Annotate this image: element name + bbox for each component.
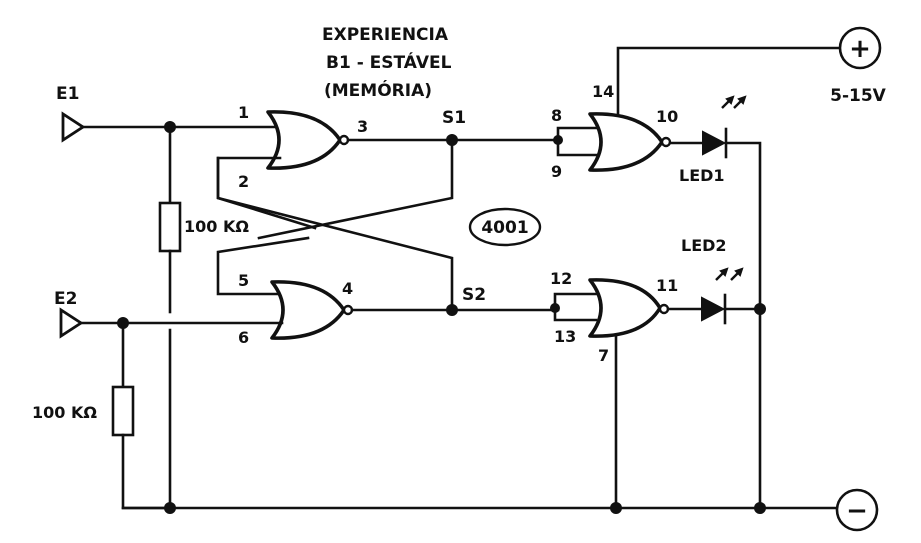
resistor-r2-label: 100 KΩ (32, 403, 97, 422)
junction-led-return (754, 303, 766, 315)
led1-light-arrows-icon (721, 95, 747, 109)
nor-gate-d-icon (588, 278, 662, 338)
wire-vdd (616, 46, 842, 117)
junction-ground-vss (610, 502, 622, 514)
power-plus-terminal[interactable] (838, 26, 882, 70)
resistor-r2-icon (111, 385, 135, 437)
title-line-3: (MEMÓRIA) (324, 79, 432, 101)
pin-13-label: 13 (554, 327, 576, 346)
pin-4-label: 4 (342, 279, 353, 298)
led1-label: LED1 (679, 166, 725, 185)
node-s2-label: S2 (462, 285, 486, 305)
wire-pin12 (553, 292, 598, 310)
title-line-1: EXPERIENCIA (322, 25, 449, 45)
title-line-2: B1 - ESTÁVEL (326, 51, 452, 73)
led1-diode-icon (702, 130, 727, 156)
pin-10-label: 10 (656, 107, 678, 126)
input-e1-terminal-icon[interactable] (61, 111, 86, 143)
junction-ground-r1 (164, 502, 176, 514)
resistor-r1-icon (158, 201, 182, 253)
node-s1-label: S1 (442, 108, 466, 128)
pin-7-label: 7 (598, 346, 609, 365)
wire-pin9 (556, 138, 600, 157)
pin-8-label: 8 (551, 106, 562, 125)
input-e2-label: E2 (54, 289, 77, 309)
minus-icon: − (846, 496, 868, 526)
led2-light-arrows-icon (715, 267, 744, 281)
pin-5-label: 5 (238, 271, 249, 290)
pin-3-label: 3 (357, 117, 368, 136)
wire-pin5-cross (216, 236, 310, 296)
pin-2-label: 2 (238, 172, 249, 191)
input-e1-label: E1 (56, 84, 79, 104)
power-minus-terminal[interactable] (835, 488, 879, 532)
input-e2-terminal-icon[interactable] (59, 307, 84, 339)
wire-led-return (724, 141, 762, 510)
pin-14-label: 14 (592, 82, 614, 101)
wire-pin13 (553, 306, 598, 322)
junction-ground-led (754, 502, 766, 514)
plus-icon: + (849, 34, 871, 64)
supply-voltage-label: 5-15V (830, 86, 887, 106)
nor-gate-c-icon (588, 112, 664, 172)
nor-gate-b-icon (270, 280, 346, 340)
pin-1-label: 1 (238, 103, 249, 122)
wire-pin8 (556, 126, 600, 142)
pin-11-label: 11 (656, 276, 678, 295)
nor-gate-a-icon (266, 110, 342, 170)
pin-6-label: 6 (238, 328, 249, 347)
wire-cross-diagonal (216, 156, 454, 310)
ic-label: 4001 (481, 218, 528, 238)
pin-12-label: 12 (550, 269, 572, 288)
pin-9-label: 9 (551, 162, 562, 181)
ic-label-ellipse (468, 207, 542, 247)
led2-label: LED2 (681, 236, 727, 255)
led2-diode-icon (701, 296, 726, 322)
wire-r2-bottom (121, 433, 172, 510)
resistor-r1-label: 100 KΩ (184, 217, 249, 236)
